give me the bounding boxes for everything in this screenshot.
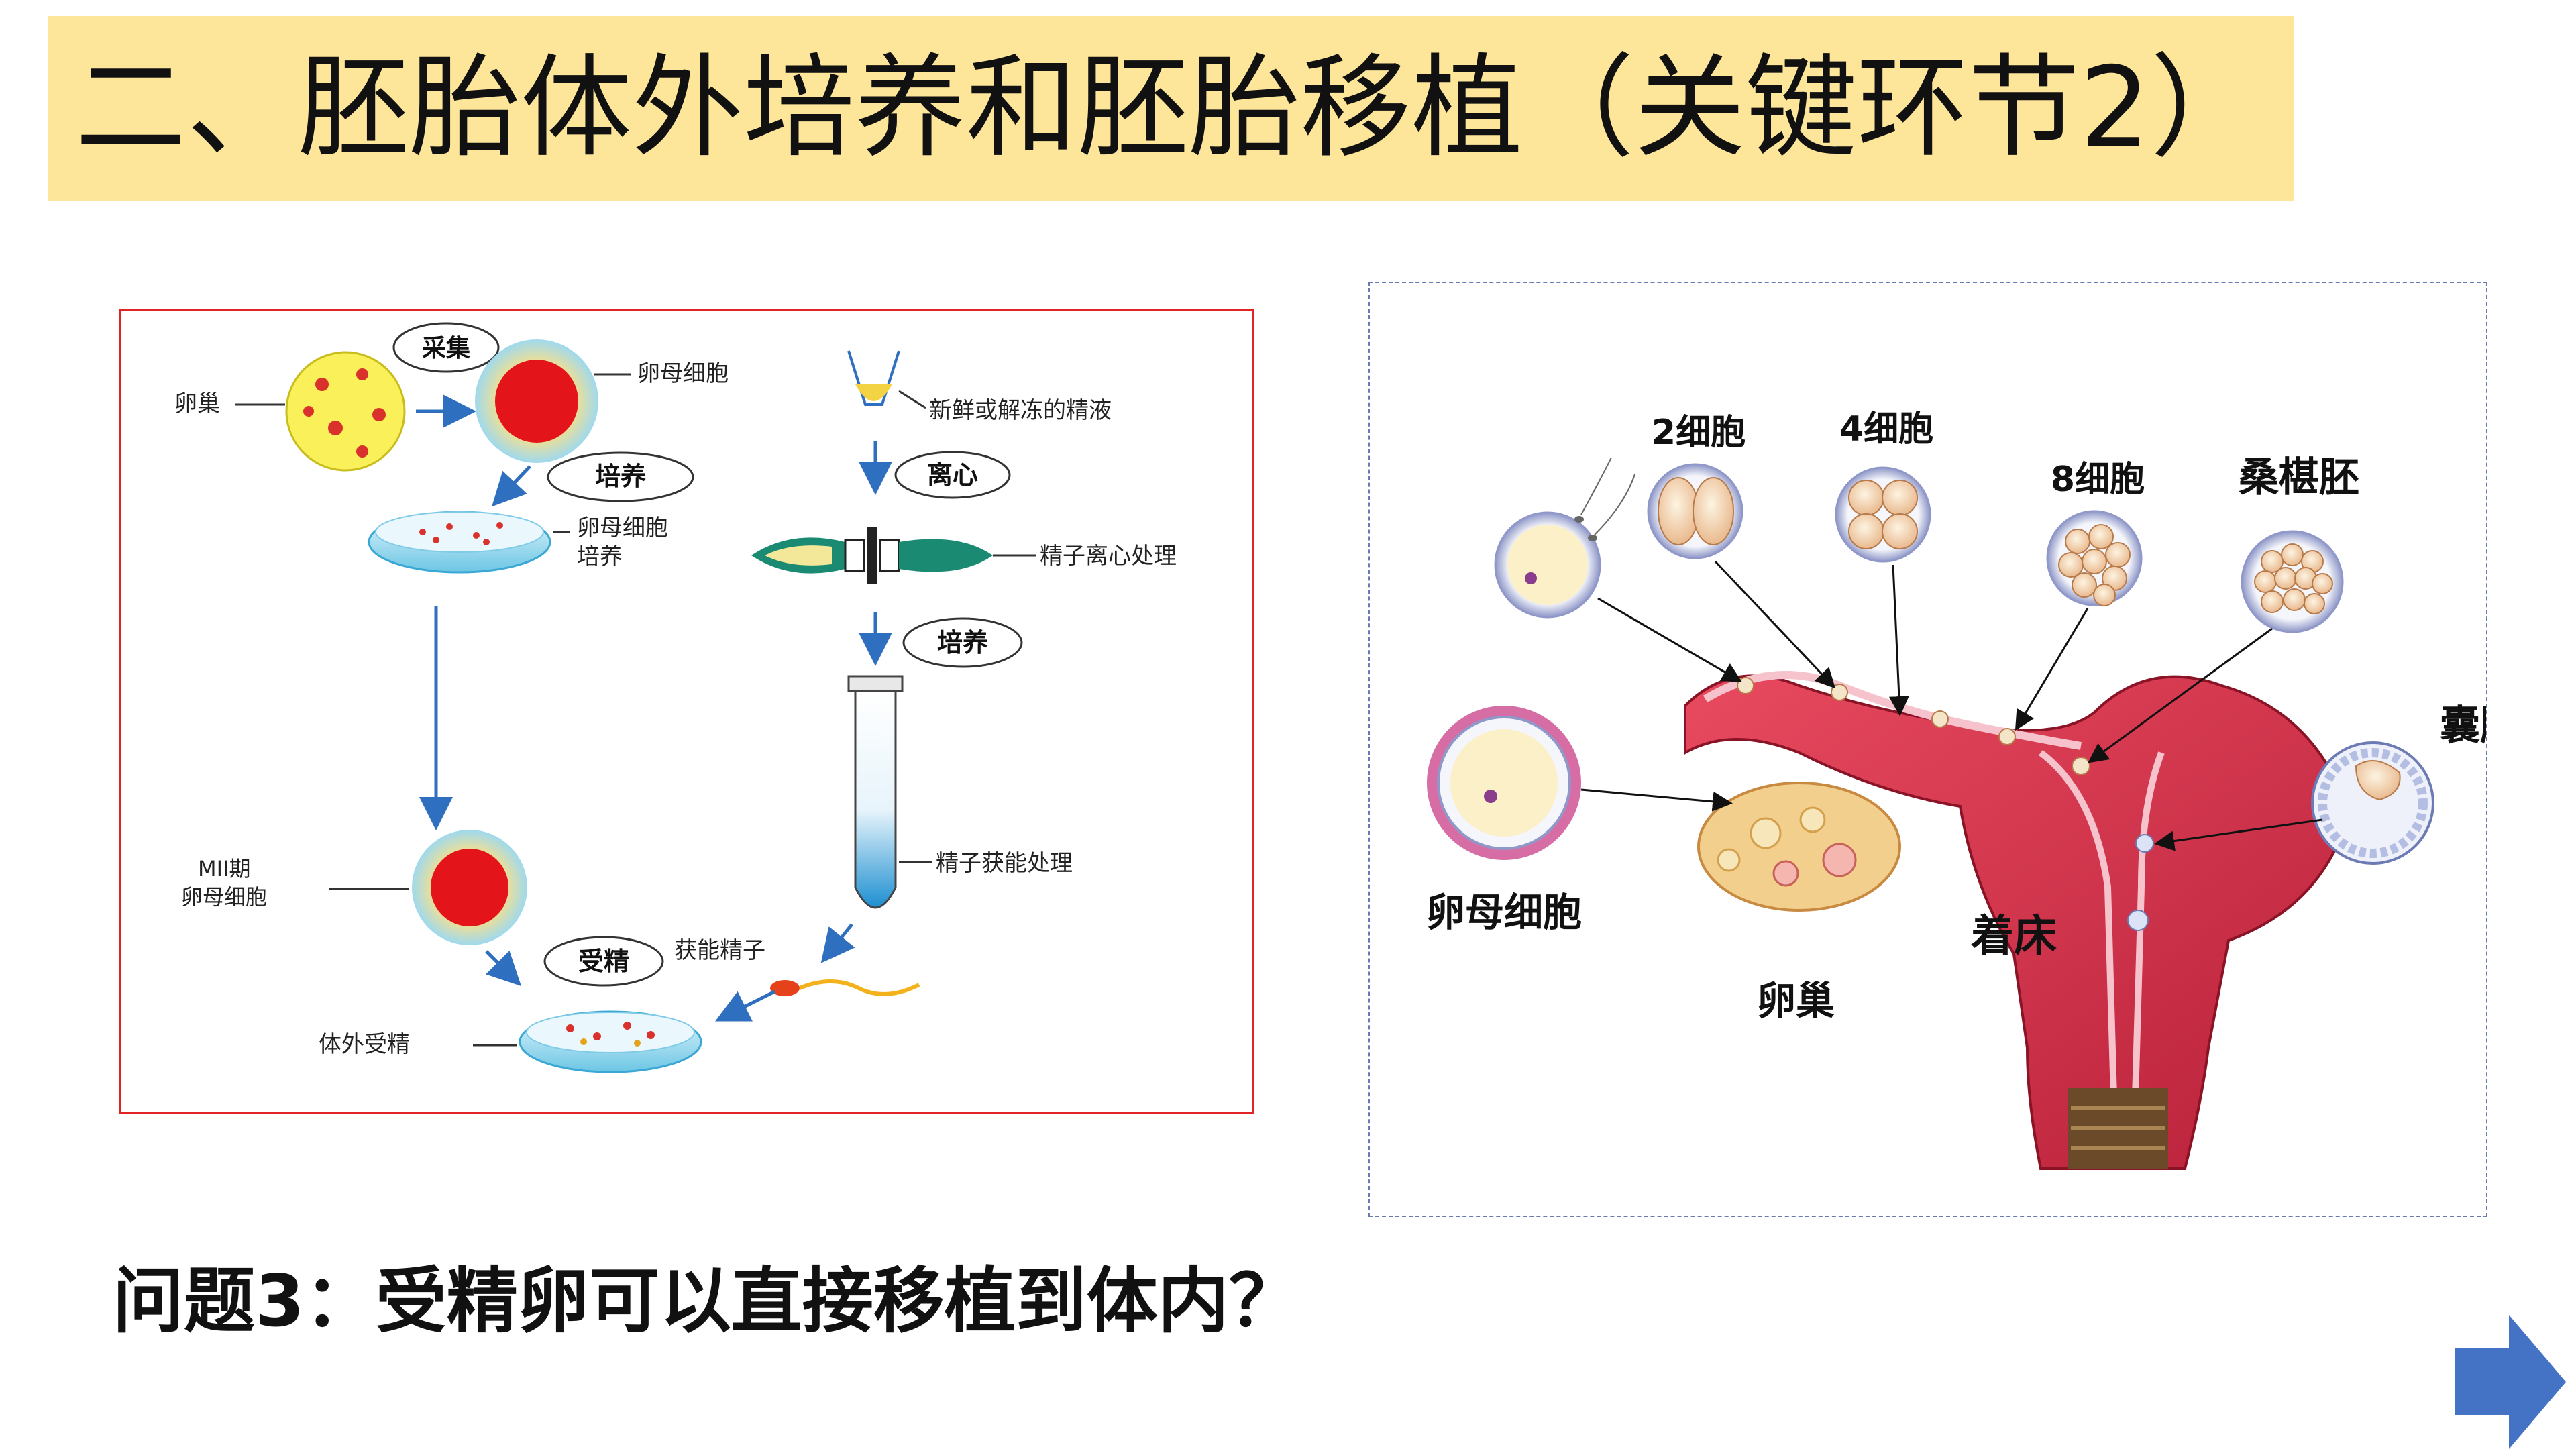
label-oocyte-culture-1: 卵母细胞: [577, 515, 668, 541]
semen-cup: [847, 350, 900, 406]
label-blastocyst: 囊胚: [2440, 702, 2486, 749]
label-ivf: 体外受精: [319, 1031, 410, 1058]
bubble-collect: [392, 322, 500, 373]
label-2-cell: 2细胞: [1652, 413, 1746, 453]
bubble-culture: [547, 451, 694, 502]
label-morula: 桑椹胚: [2239, 454, 2359, 501]
ivf-process-diagram: 卵巢 采集 卵母细胞 培养 卵母细胞 培养 MII期 卵母细胞: [119, 309, 1254, 1114]
label-capacitated-sperm: 获能精子: [674, 937, 765, 964]
label-collect: 采集: [422, 335, 470, 362]
label-culture2: 培养: [937, 628, 988, 657]
four-cell-embryo: [1835, 466, 1931, 563]
label-sperm-centrifuge: 精子离心处理: [1040, 543, 1177, 570]
ovary-shape-right: [1697, 782, 1901, 912]
arrow-right-icon: [2455, 1315, 2566, 1449]
label-centrifuge: 离心: [927, 460, 978, 490]
label-ovary: 卵巢: [174, 390, 220, 417]
label-culture: 培养: [595, 462, 646, 491]
label-oocyte-culture-2: 培养: [577, 543, 623, 570]
bubble-culture2: [902, 617, 1023, 668]
label-sperm-capacitation: 精子获能处理: [936, 850, 1073, 877]
next-slide-button[interactable]: [2455, 1315, 2569, 1449]
bubble-fertilize: [543, 936, 664, 987]
ivf-process-svg: 卵巢 采集 卵母细胞 培养 卵母细胞 培养 MII期 卵母细胞: [174, 322, 1177, 1073]
label-8-cell: 8细胞: [2051, 460, 2145, 500]
label-semen: 新鲜或解冻的精液: [929, 397, 1112, 424]
embryo-implantation-svg: 2细胞 4细胞 8细胞 桑椹胚 囊胚: [1426, 409, 2486, 1170]
label-ovary-right: 卵巢: [1757, 978, 1835, 1024]
label-mii-2: 卵母细胞: [181, 884, 267, 910]
label-oocyte-right: 卵母细胞: [1426, 890, 1582, 935]
label-fertilize: 受精: [578, 947, 629, 976]
title-band: 二、胚胎体外培养和胚胎移植（关键环节2）: [48, 16, 2294, 201]
bubble-centrifuge: [894, 451, 1011, 499]
embryo-implantation-diagram: 2细胞 4细胞 8细胞 桑椹胚 囊胚: [1368, 282, 2487, 1217]
sperm-head: [770, 980, 800, 996]
centrifuge-right: [899, 539, 993, 572]
label-oocyte: 卵母细胞: [637, 360, 729, 387]
question-text: 问题3：受精卵可以直接移植到体内？: [113, 1260, 1300, 1342]
slide-title: 二、胚胎体外培养和胚胎移植（关键环节2）: [75, 44, 2262, 173]
label-implantation: 着床: [1971, 912, 2057, 961]
label-4-cell: 4细胞: [1839, 409, 1933, 449]
blastocyst-embryo: [2311, 741, 2434, 865]
test-tube: [854, 690, 897, 909]
label-mii-1: MII期: [198, 856, 251, 881]
